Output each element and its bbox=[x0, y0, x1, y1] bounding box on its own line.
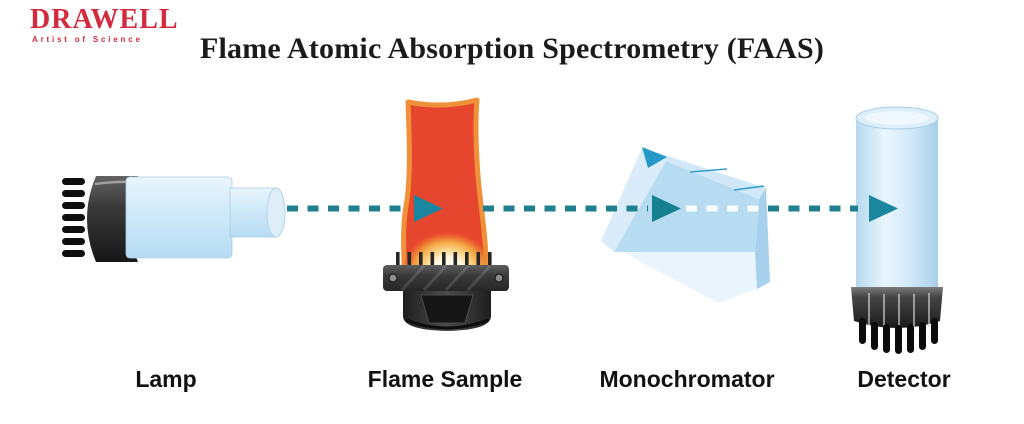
burner-base-rim bbox=[405, 318, 489, 330]
burner-slot-pins-icon bbox=[396, 252, 492, 267]
detector-pins-icon bbox=[859, 318, 938, 354]
lamp-pins-icon bbox=[62, 178, 85, 257]
page-title: Flame Atomic Absorption Spectrometry (FA… bbox=[199, 32, 825, 65]
prism-ridge-lines bbox=[689, 168, 765, 191]
detector-collar bbox=[851, 287, 943, 328]
flame-glow bbox=[403, 231, 486, 266]
beam-arrowhead-detector-icon bbox=[869, 195, 898, 222]
light-beam bbox=[287, 195, 898, 222]
burner-head-bar bbox=[383, 265, 509, 291]
label-lamp: Lamp bbox=[135, 366, 197, 392]
prism-left-face bbox=[601, 148, 666, 252]
burner-bolt-left-icon bbox=[388, 273, 398, 283]
prism-apex-accent-icon bbox=[642, 147, 667, 168]
lamp-body bbox=[125, 176, 233, 259]
burner-graphic bbox=[383, 252, 509, 331]
flame-graphic bbox=[383, 97, 509, 331]
monochromator-graphic bbox=[601, 147, 770, 303]
detector-tube bbox=[856, 116, 938, 292]
detector-collar-slits bbox=[868, 293, 930, 331]
prism-top-face bbox=[643, 148, 766, 199]
logo-brand-text: DRAWELL bbox=[30, 4, 179, 35]
label-detector: Detector bbox=[857, 366, 951, 392]
prism-bottom-face bbox=[604, 242, 757, 303]
flame-body bbox=[401, 97, 489, 269]
burner-base-front bbox=[420, 294, 474, 324]
detector-tube-top-sheen bbox=[865, 111, 929, 125]
lamp-window bbox=[266, 187, 286, 238]
prism-right-face bbox=[755, 188, 770, 289]
burner-bolt-right-icon bbox=[494, 273, 504, 283]
label-flame-sample: Flame Sample bbox=[367, 366, 523, 392]
burner-bar-hatching bbox=[400, 264, 492, 292]
drawell-logo: DRAWELL Artist of Science bbox=[30, 4, 180, 45]
label-monochromator: Monochromator bbox=[599, 366, 775, 392]
logo-tagline-text: Artist of Science bbox=[32, 35, 143, 44]
lamp-cap bbox=[87, 176, 138, 262]
beam-arrowhead-monochromator-icon bbox=[652, 195, 681, 222]
lamp-graphic bbox=[62, 176, 286, 262]
detector-graphic bbox=[851, 106, 943, 354]
beam-arrowhead-flame-icon bbox=[414, 195, 443, 222]
